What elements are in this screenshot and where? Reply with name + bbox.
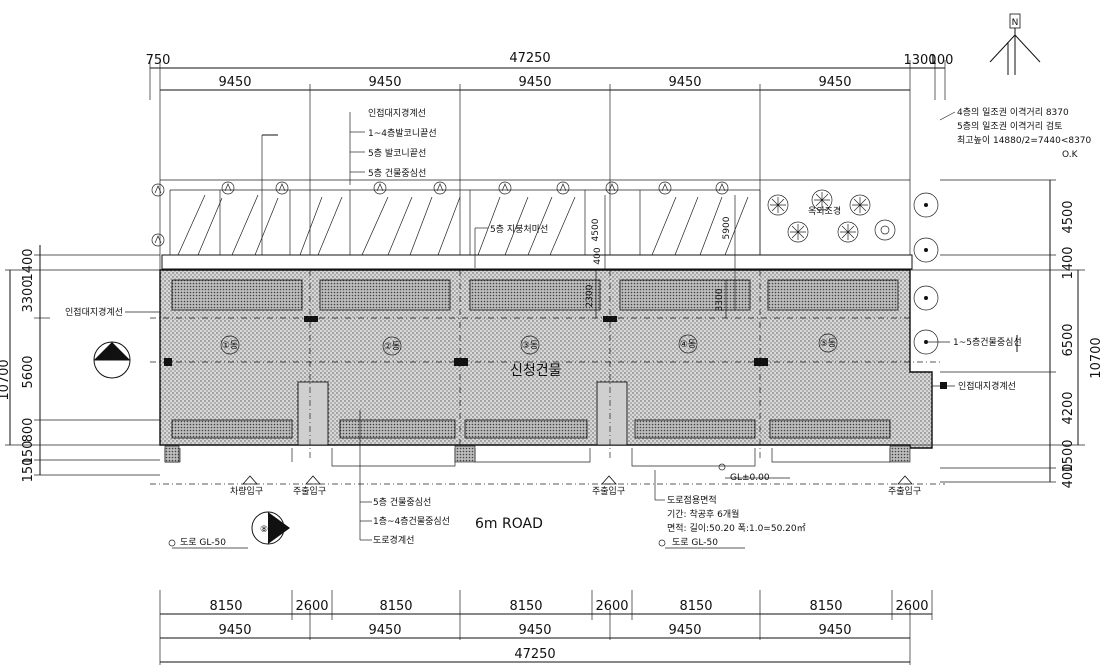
unit-label-3: ③동 (522, 340, 538, 351)
right-dim-400: 400 (1061, 464, 1076, 489)
right-dim-total: 10700 (1089, 337, 1104, 378)
entrance-vehicle: 차량입구 (230, 485, 263, 497)
top-left-offset-dim: 750 (146, 53, 171, 68)
interior-dimension-lines (595, 195, 736, 318)
bottom-dim-2-1: 9450 (218, 623, 251, 638)
north-label: N (1012, 18, 1019, 28)
road-gl-right: 도로 GL-50 (672, 538, 718, 548)
bottom-dim-1-8: 2600 (895, 599, 928, 614)
road-area-title: 도로점용면적 (667, 494, 717, 506)
bottom-dim-1-6: 8150 (679, 599, 712, 614)
interior-dim-3300: 3300 (715, 288, 725, 311)
left-dim-total: 10700 (0, 359, 12, 400)
sunlight-note-1: 4층의 일조권 이격거리 8370 (957, 106, 1069, 118)
unit-label-2: ②동 (384, 341, 400, 352)
bottom-dim-1-3: 8150 (379, 599, 412, 614)
landscape-label: 옥외조경 (808, 205, 841, 217)
unit-markers (220, 333, 838, 356)
bottom-dim-total: 47250 (514, 647, 555, 662)
section-marker-left-label: 화 (108, 350, 116, 361)
top-bay-dim-4: 9450 (668, 75, 701, 90)
left-dim-150a: 150 (21, 441, 36, 466)
gl-label: GL±0.00 (730, 473, 770, 483)
tree-icons-top (151, 181, 729, 247)
parking-stalls (160, 179, 910, 256)
north-arrow-icon (989, 13, 1041, 75)
left-dimension-lines (5, 245, 160, 476)
top-dimension-lines (149, 60, 946, 280)
interior-dim-4500: 4500 (591, 218, 601, 241)
right-dim-6500: 6500 (1061, 323, 1076, 356)
leader-right-center: 1~5층건물중심선 (953, 337, 1022, 348)
unit-label-5: ⑤동 (820, 338, 836, 349)
bottom-dim-1-5: 2600 (595, 599, 628, 614)
sunlight-note-2: 5층의 일조권 이격거리 검토 (957, 120, 1062, 132)
bottom-dimension-lines (159, 590, 933, 665)
leader-road-boundary: 도로경계선 (373, 534, 414, 546)
right-dimension-lines (910, 179, 1085, 483)
left-dim-150b: 150 (21, 458, 36, 483)
top-bay-dim-1: 9450 (218, 75, 251, 90)
entrance-main-2: 주출입구 (592, 485, 625, 497)
section-marker-left-icon (93, 341, 131, 379)
bottom-dim-1-7: 8150 (809, 599, 842, 614)
bottom-dim-2-3: 9450 (518, 623, 551, 638)
top-bay-dim-5: 9450 (818, 75, 851, 90)
leader-roof-eave: 5층 지붕처마선 (490, 223, 548, 235)
entrance-marker-icons (242, 475, 913, 485)
sunlight-note-3: 최고높이 14880/2=7440<8370 (957, 135, 1092, 146)
top-right-offset-dim: 1300 (903, 53, 936, 68)
leader-balcony-5: 5층 발코니끝선 (368, 148, 426, 159)
building-footprint (150, 254, 940, 467)
bottom-dim-1-4: 8150 (509, 599, 542, 614)
unit-label-1: ①동 (222, 340, 238, 351)
bottom-dim-2-2: 9450 (368, 623, 401, 638)
interior-dim-2300: 2300 (585, 284, 595, 307)
road-area-period: 기간: 착공후 6개월 (667, 508, 739, 520)
left-dim-3300: 3300 (21, 279, 36, 312)
bottom-leader-lines (359, 410, 665, 541)
leader-bottom-center-1-4: 1층~4층건물중심선 (373, 516, 450, 527)
leader-left-boundary: 인접대지경계선 (65, 306, 123, 318)
road-label: 6m ROAD (475, 516, 543, 532)
leader-balcony-1-4: 1~4층발코니끝선 (368, 128, 437, 139)
left-dim-5600: 5600 (21, 355, 36, 388)
top-bay-dim-3: 9450 (518, 75, 551, 90)
section-marker-road-icon (251, 511, 290, 545)
leader-adjacent-boundary: 인접대지경계선 (368, 107, 426, 119)
top-total-dim: 47250 (509, 51, 550, 66)
entrance-main-3: 주출입구 (888, 485, 921, 497)
section-marker-road-label: ⑧ (260, 525, 268, 535)
right-dim-1500: 1500 (1061, 439, 1076, 472)
bottom-dim-1-1: 8150 (209, 599, 242, 614)
leader-right-boundary: 인접대지경계선 (958, 380, 1016, 392)
interior-dim-5900: 5900 (722, 216, 732, 239)
sunlight-leader (939, 111, 956, 121)
road-gl-left: 도로 GL-50 (180, 538, 226, 548)
interior-dim-400: 400 (593, 247, 603, 264)
right-dim-4500: 4500 (1061, 200, 1076, 233)
road-area-formula: 면적: 길이:50.20 폭:1.0=50.20㎡ (667, 522, 806, 534)
left-dim-1400: 1400 (21, 248, 36, 281)
top-bay-dim-2: 9450 (368, 75, 401, 90)
sunlight-ok: O.K (1062, 150, 1079, 160)
right-dim-1400: 1400 (1061, 246, 1076, 279)
leader-center-5: 5층 건물중심선 (368, 168, 426, 179)
left-dim-800: 800 (21, 418, 36, 443)
bottom-dim-2-5: 9450 (818, 623, 851, 638)
unit-label-4: ④동 (680, 339, 696, 350)
top-right-offset2-dim: 100 (929, 53, 954, 68)
bottom-dim-2-4: 9450 (668, 623, 701, 638)
leader-bottom-center-5: 5층 건물중심선 (373, 497, 431, 508)
building-name: 신청건물 (510, 363, 562, 379)
right-dim-4200: 4200 (1061, 391, 1076, 424)
bottom-dim-1-2: 2600 (295, 599, 328, 614)
entrance-main-1: 주출입구 (293, 485, 326, 497)
